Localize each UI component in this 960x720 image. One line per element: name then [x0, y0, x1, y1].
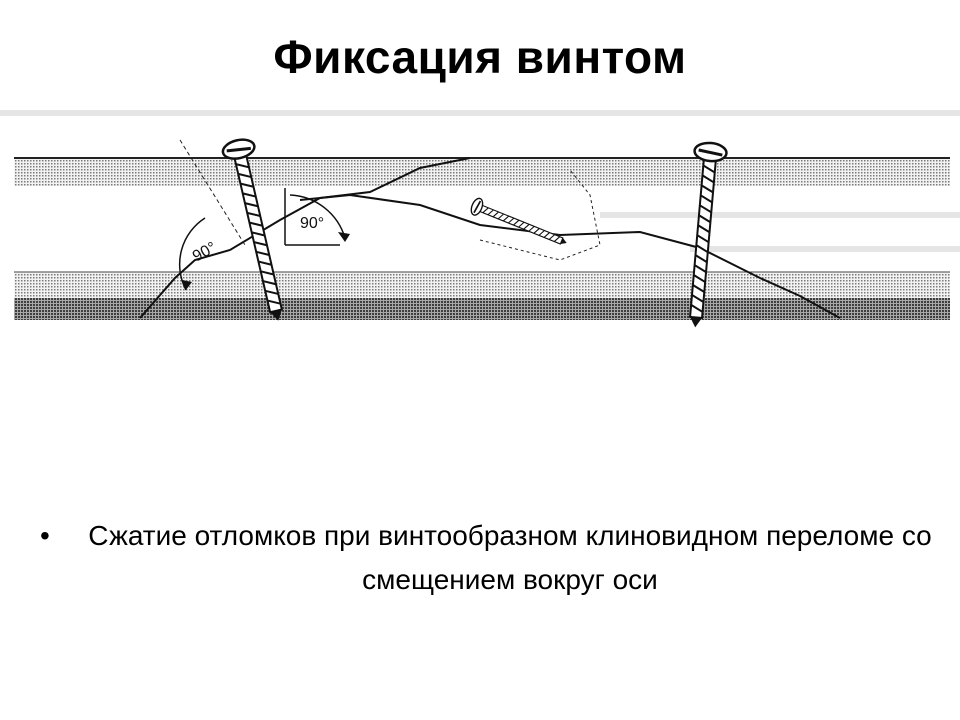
bullet-item: • Сжатие отломков при винтообразном клин…	[40, 514, 940, 602]
lower-cortex-band	[14, 272, 950, 298]
fracture-line-dashed	[479, 169, 601, 261]
background-text-texture	[0, 110, 960, 252]
fracture-line-lower	[299, 193, 841, 319]
bullet-text: Сжатие отломков при винтообразном клинов…	[88, 520, 932, 595]
fracture-screw-diagram: 90° 90°	[0, 110, 960, 331]
screw-center-icon	[468, 195, 571, 253]
angle-label-right: 90°	[300, 215, 324, 232]
bullet-dot: •	[40, 520, 50, 551]
slide-title: Фиксация винтом	[273, 31, 687, 83]
upper-cortex-band	[14, 158, 950, 186]
lower-cortex-dark	[14, 298, 950, 320]
fracture-line-upper	[139, 157, 471, 319]
